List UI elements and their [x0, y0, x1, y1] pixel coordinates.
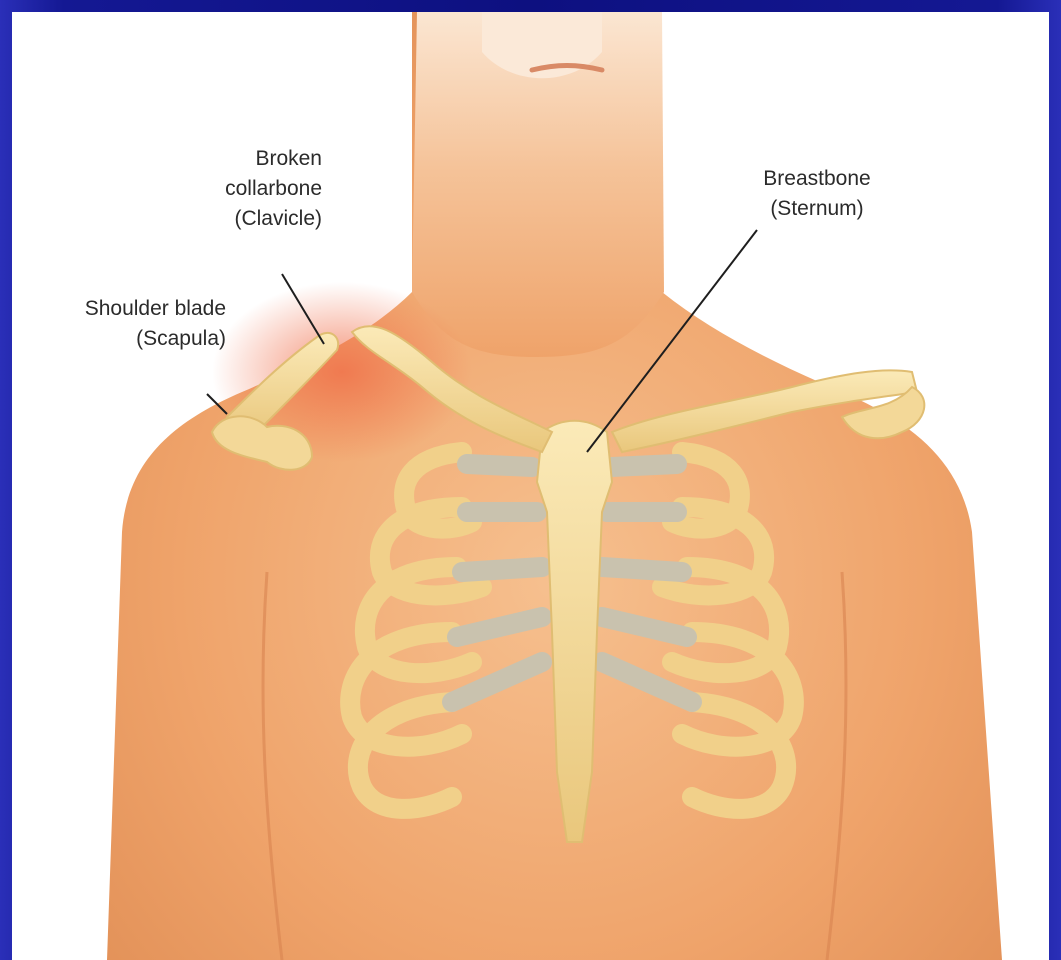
label-broken-collarbone-line2: collarbone [162, 174, 322, 204]
label-broken-collarbone-line3: (Clavicle) [162, 204, 322, 234]
anatomy-illustration-panel: Broken collarbone (Clavicle) Shoulder bl… [12, 12, 1049, 960]
label-breastbone-line1: Breastbone [742, 164, 892, 194]
label-shoulder-blade-line2: (Scapula) [30, 324, 226, 354]
label-breastbone-line2: (Sternum) [742, 194, 892, 224]
label-broken-collarbone: Broken collarbone (Clavicle) [162, 144, 322, 234]
label-shoulder-blade: Shoulder blade (Scapula) [30, 294, 226, 354]
label-shoulder-blade-line1: Shoulder blade [30, 294, 226, 324]
label-broken-collarbone-line1: Broken [162, 144, 322, 174]
label-breastbone: Breastbone (Sternum) [742, 164, 892, 224]
